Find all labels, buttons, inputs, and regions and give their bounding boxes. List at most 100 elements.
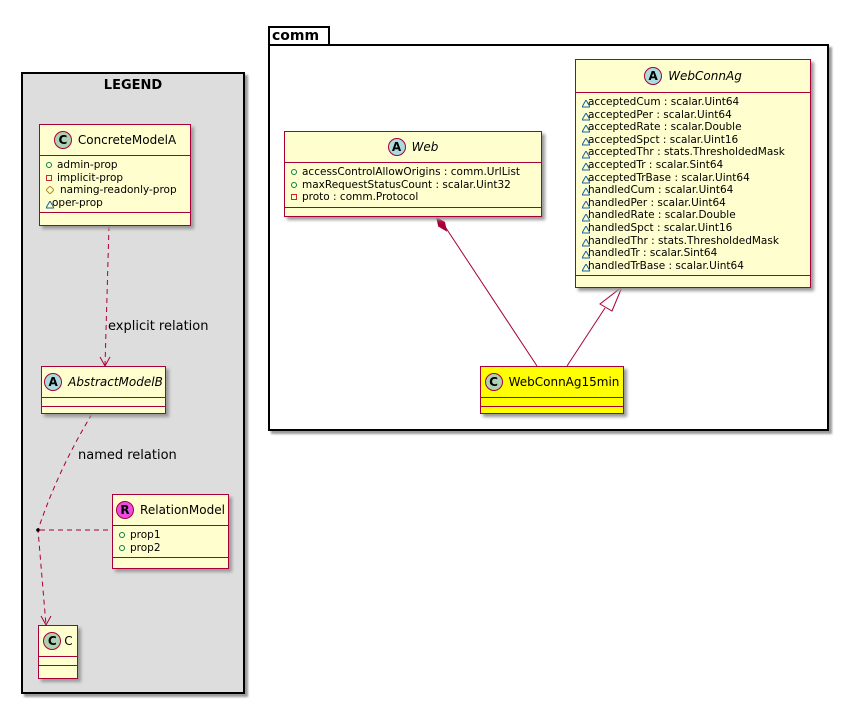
- class-web-conn-ag-15min[interactable]: C WebConnAg15min: [480, 366, 624, 414]
- named-relation-label: named relation: [78, 448, 177, 463]
- private-visibility-icon: [291, 194, 297, 201]
- attribute-text: acceptedCum : scalar.Uint64: [588, 96, 740, 108]
- composition-diamond: [436, 216, 448, 232]
- class-attributes: [39, 657, 77, 666]
- attribute-row: handledThr : stats.ThresholdedMask: [580, 235, 810, 248]
- attribute-text: accessControlAllowOrigins : comm.UrlList: [302, 166, 521, 178]
- public-visibility-icon: [291, 181, 297, 188]
- private-visibility-icon: [46, 174, 52, 181]
- attribute-row: handledTrBase : scalar.Uint64: [580, 260, 810, 273]
- class-stereotype-icon: C: [53, 131, 72, 149]
- class-header: A WebConnAg: [576, 60, 810, 93]
- attribute-text: oper-prop: [52, 196, 103, 209]
- class-header: A Web: [285, 132, 541, 163]
- attribute-row: handledPer : scalar.Uint64: [580, 197, 810, 210]
- association-class-node: [36, 528, 40, 532]
- class-attributes: [42, 398, 165, 407]
- named-relation-edge: [37, 413, 93, 626]
- attribute-row: acceptedTrBase : scalar.Uint64: [580, 172, 810, 185]
- class-header: A AbstractModelB: [42, 367, 165, 398]
- attribute-text: acceptedTr : scalar.Sint64: [588, 158, 724, 171]
- public-visibility-icon: [291, 169, 297, 176]
- attribute-text: acceptedRate : scalar.Double: [588, 121, 742, 134]
- attribute-text: proto : comm.Protocol: [302, 191, 419, 204]
- class-web[interactable]: A Web accessControlAllowOrigins : comm.U…: [284, 131, 542, 217]
- class-name: ConcreteModelA: [77, 133, 177, 147]
- attribute-row: prop1: [117, 529, 228, 542]
- attribute-text: handledSpct : scalar.Uint16: [588, 221, 733, 234]
- comm-package-label: comm: [272, 28, 320, 44]
- inheritance-triangle: [599, 285, 624, 312]
- class-header: C WebConnAg15min: [481, 367, 623, 398]
- explicit-relation-edge: [104, 225, 110, 367]
- class-concrete-model-a[interactable]: C ConcreteModelA admin-prop implicit-pro…: [39, 124, 191, 226]
- class-stereotype-icon: A: [44, 373, 63, 391]
- class-abstract-model-b[interactable]: A AbstractModelB: [41, 366, 166, 414]
- class-header: C ConcreteModelA: [40, 125, 190, 156]
- class-header: R RelationModel: [113, 495, 228, 526]
- attribute-text: prop1: [130, 529, 161, 541]
- attribute-row: handledCum : scalar.Uint64: [580, 184, 810, 197]
- attribute-text: maxRequestStatusCount : scalar.Uint32: [302, 178, 511, 191]
- class-header: C C: [39, 626, 77, 657]
- attribute-row: implicit-prop: [44, 172, 190, 185]
- attribute-text: handledRate : scalar.Double: [588, 209, 736, 222]
- attribute-text: implicit-prop: [57, 171, 124, 184]
- class-name: WebConnAg15min: [508, 375, 620, 389]
- class-stereotype-icon: C: [484, 373, 503, 391]
- attribute-text: handledCum : scalar.Uint64: [588, 184, 734, 197]
- attribute-row: prop2: [117, 542, 228, 555]
- attribute-row: naming-readonly-prop: [44, 184, 190, 197]
- class-name: AbstractModelB: [68, 375, 163, 389]
- attribute-row: acceptedSpct : scalar.Uint16: [580, 134, 810, 147]
- attribute-text: acceptedSpct : scalar.Uint16: [588, 133, 739, 146]
- attribute-text: acceptedThr : stats.ThresholdedMask: [588, 146, 785, 159]
- class-attributes: accessControlAllowOrigins : comm.UrlList…: [285, 163, 541, 208]
- attribute-row: handledSpct : scalar.Uint16: [580, 222, 810, 235]
- class-stereotype-icon: A: [387, 138, 406, 156]
- class-name: C: [64, 634, 73, 648]
- attribute-row: admin-prop: [44, 159, 190, 172]
- attribute-text: handledThr : stats.ThresholdedMask: [588, 234, 779, 247]
- attribute-text: handledTr : scalar.Sint64: [588, 247, 718, 260]
- attribute-text: admin-prop: [57, 159, 118, 171]
- attribute-text: acceptedTrBase : scalar.Uint64: [588, 171, 750, 184]
- attribute-row: oper-prop: [44, 197, 190, 210]
- class-relation-model[interactable]: R RelationModel prop1 prop2: [112, 494, 229, 569]
- attribute-row: proto : comm.Protocol: [289, 191, 541, 204]
- attribute-row: acceptedCum : scalar.Uint64: [580, 96, 810, 109]
- class-attributes: prop1 prop2: [113, 526, 228, 559]
- class-stereotype-icon: A: [644, 67, 663, 85]
- protected-visibility-icon: [45, 185, 55, 196]
- attribute-row: acceptedThr : stats.ThresholdedMask: [580, 146, 810, 159]
- attribute-row: acceptedTr : scalar.Sint64: [580, 159, 810, 172]
- class-attributes: admin-prop implicit-prop naming-readonly…: [40, 156, 190, 214]
- class-name: RelationModel: [140, 503, 225, 517]
- attribute-row: accessControlAllowOrigins : comm.UrlList: [289, 166, 541, 179]
- inheritance-edge: [566, 307, 606, 367]
- class-stereotype-icon: C: [43, 632, 62, 650]
- attribute-row: handledTr : scalar.Sint64: [580, 247, 810, 260]
- class-name: WebConnAg: [668, 69, 742, 83]
- comm-package-tab: [268, 26, 330, 44]
- attribute-row: maxRequestStatusCount : scalar.Uint32: [289, 179, 541, 192]
- class-name: Web: [411, 140, 439, 154]
- class-stereotype-icon: R: [116, 501, 135, 519]
- attribute-text: acceptedPer : scalar.Uint64: [588, 108, 732, 121]
- legend-title: LEGEND: [103, 78, 163, 93]
- class-c[interactable]: C C: [38, 625, 78, 679]
- attribute-text: naming-readonly-prop: [60, 184, 177, 197]
- attribute-text: prop2: [130, 541, 161, 554]
- attribute-row: handledRate : scalar.Double: [580, 209, 810, 222]
- public-visibility-icon: [119, 544, 125, 551]
- attribute-row: acceptedRate : scalar.Double: [580, 121, 810, 134]
- attribute-row: acceptedPer : scalar.Uint64: [580, 109, 810, 122]
- explicit-relation-label: explicit relation: [108, 319, 209, 334]
- attribute-text: handledTrBase : scalar.Uint64: [588, 259, 744, 272]
- composition-edge: [441, 221, 538, 367]
- class-attributes: [481, 398, 623, 407]
- attribute-text: handledPer : scalar.Uint64: [588, 196, 726, 209]
